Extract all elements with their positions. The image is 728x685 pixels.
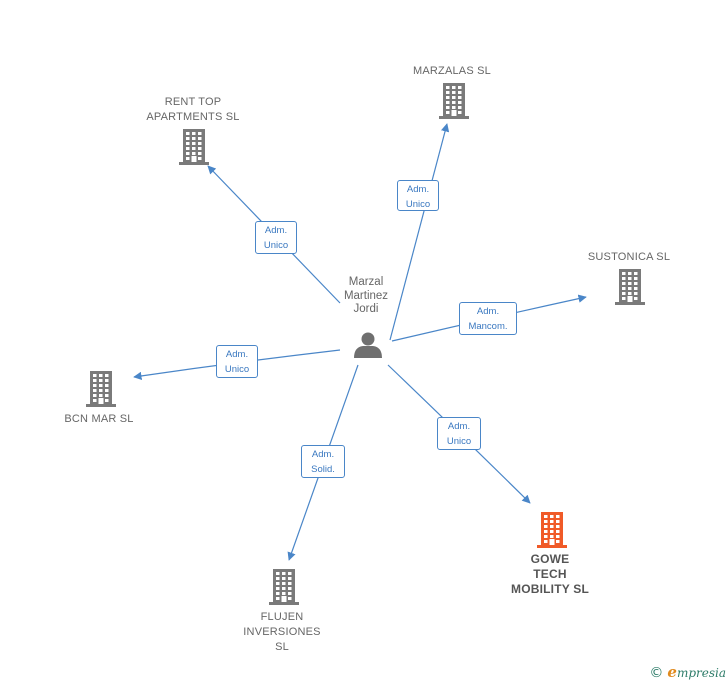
person-icon[interactable]: [354, 332, 382, 359]
role-label-rent-top: Adm. Unico: [255, 221, 297, 254]
person-name[interactable]: Marzal Martinez Jordi: [343, 276, 389, 315]
copyright-symbol: ©: [649, 665, 664, 681]
company-name-sustonica[interactable]: SUSTONICA SL: [587, 251, 671, 263]
building-icon-bcn-mar[interactable]: [86, 371, 116, 407]
role-label-flujen: Adm. Solid.: [301, 445, 345, 478]
brand-name: mpresia: [676, 666, 726, 680]
role-label-gowe: Adm. Unico: [437, 417, 481, 450]
empresia-watermark[interactable]: ©empresia: [649, 663, 726, 681]
building-icon-flujen[interactable]: [269, 569, 299, 605]
company-name-rent-top[interactable]: RENT TOP APARTMENTS SL: [146, 96, 240, 123]
role-label-marzalas: Adm. Unico: [397, 180, 439, 211]
brand-initial: e: [667, 663, 677, 681]
role-label-sustonica: Adm. Mancom.: [459, 302, 517, 335]
building-icon-sustonica[interactable]: [615, 269, 645, 305]
building-icon-rent-top[interactable]: [179, 129, 209, 165]
company-name-marzalas[interactable]: MARZALAS SL: [412, 65, 492, 77]
building-icon-gowe[interactable]: [537, 512, 567, 548]
edge-marzalas: [389, 123, 450, 341]
company-name-bcn-mar[interactable]: BCN MAR SL: [64, 413, 134, 425]
role-label-bcn-mar: Adm. Unico: [216, 345, 258, 378]
company-name-flujen[interactable]: FLUJEN INVERSIONES SL: [243, 611, 321, 653]
company-name-gowe[interactable]: GOWE TECH MOBILITY SL: [511, 552, 589, 596]
building-icon-marzalas[interactable]: [439, 83, 469, 119]
